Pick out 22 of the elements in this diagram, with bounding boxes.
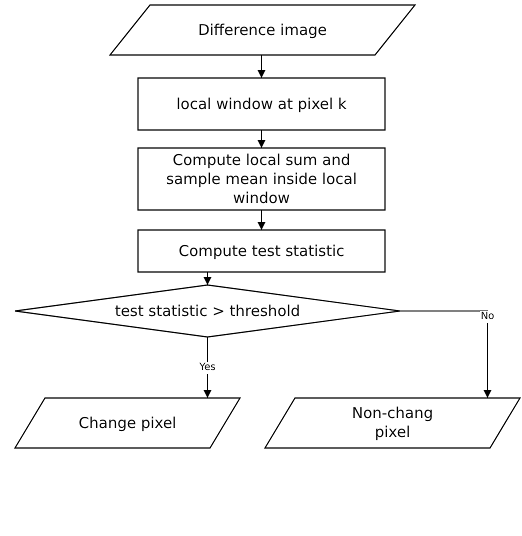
arrow bbox=[204, 272, 212, 286]
node-text: Difference image bbox=[198, 20, 327, 40]
node-text: Non-chang pixel bbox=[350, 404, 434, 442]
arrow bbox=[258, 130, 266, 148]
node-text: Compute local sum and sample mean inside local window bbox=[165, 150, 358, 208]
process-box bbox=[138, 230, 385, 272]
io-parallelogram bbox=[15, 398, 240, 448]
node-text: local window at pixel k bbox=[176, 94, 347, 114]
arrow bbox=[258, 54, 266, 78]
edge-label: No bbox=[480, 311, 496, 323]
arrow bbox=[204, 336, 212, 398]
process-box bbox=[138, 148, 385, 210]
decision-diamond bbox=[15, 285, 400, 337]
edge-label: Yes bbox=[198, 362, 217, 374]
io-parallelogram bbox=[265, 398, 520, 448]
node-text: Compute test statistic bbox=[178, 242, 344, 260]
process-box bbox=[138, 78, 385, 130]
node-text: Change pixel bbox=[78, 414, 176, 432]
arrow bbox=[258, 210, 266, 230]
io-parallelogram bbox=[110, 5, 415, 55]
arrow bbox=[400, 310, 492, 398]
node-text: test statistic > threshold bbox=[114, 302, 300, 320]
